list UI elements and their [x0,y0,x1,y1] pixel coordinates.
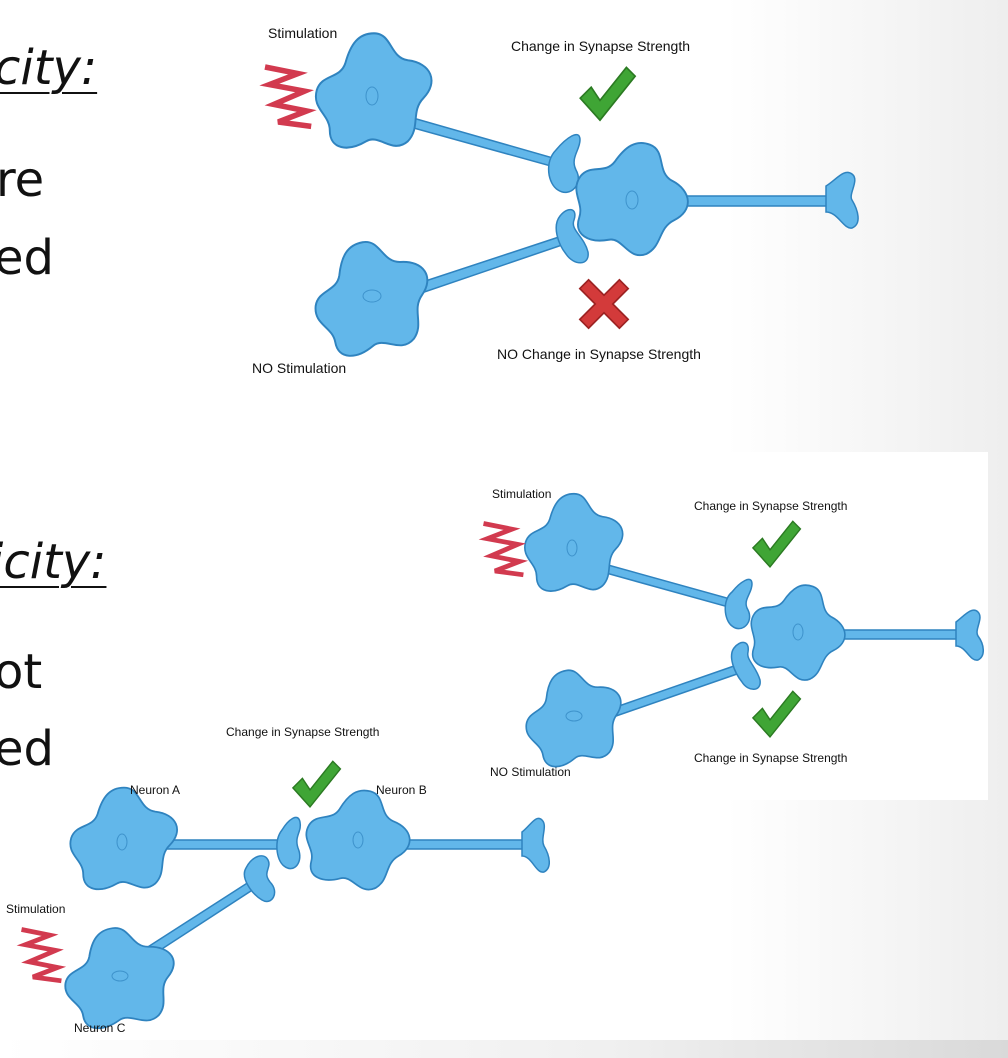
terminal-right-lower [730,641,761,690]
label-bottom-change: Change in Synapse Strength [226,725,379,739]
terminal-top-postsynaptic [825,171,859,229]
slide-heading-bottom: icity: [0,534,107,590]
label-top-stimulation: Stimulation [268,25,337,41]
label-neuron-b: Neuron B [376,783,427,797]
diagram-bottom: Change in Synapse Strength Neuron A Neur… [6,725,550,1035]
label-right-change-top: Change in Synapse Strength [694,499,847,513]
terminal-right-upper [724,578,753,630]
terminal-bottom-neuron-a [276,816,302,870]
neuron-c [56,920,184,1033]
label-top-no-change: NO Change in Synapse Strength [497,346,701,362]
neuron-right-postsynaptic [737,568,858,692]
neuron-top-postsynaptic [560,123,703,269]
terminal-top-upper [547,133,581,193]
stimulation-bolt-bottom [21,930,61,981]
label-neuron-c: Neuron C [74,1021,126,1035]
label-top-no-stimulation: NO Stimulation [252,360,346,376]
label-right-change-bottom: Change in Synapse Strength [694,751,847,765]
check-icon-top [579,66,637,122]
slide-bottom-band [0,1040,1008,1058]
check-icon-right-bottom [752,690,802,738]
neuron-right-stimulated [523,492,624,592]
label-right-stimulation: Stimulation [492,487,551,501]
stimulation-bolt-top [265,67,311,126]
label-neuron-a: Neuron A [130,783,180,797]
terminal-top-lower [555,208,589,264]
neuron-a [69,786,178,891]
neuron-top-unstimulated [304,231,440,362]
cross-icon-top [578,278,630,330]
slide-line-bottom-2: ed [0,721,54,777]
slide-line-top-2: ed [0,230,54,286]
terminal-bottom-neuron-b [521,817,550,873]
label-bottom-stimulation: Stimulation [6,902,65,916]
slide-line-top-1: re [0,152,45,208]
neuron-b [294,777,421,900]
axon-top-upper [391,111,561,169]
label-top-change: Change in Synapse Strength [511,38,690,54]
terminal-right-postsynaptic [955,609,984,661]
check-icon-right-top [752,520,802,568]
slide-heading-top: city: [0,40,98,96]
neuron-right-unstimulated [516,661,631,772]
label-right-no-stimulation: NO Stimulation [490,765,571,779]
diagram-top: Stimulation Change in Synapse Strength N… [252,25,859,376]
terminal-bottom-neuron-c [243,855,276,903]
neuron-top-stimulated [314,32,433,149]
check-icon-bottom [292,760,342,808]
diagram-right: Stimulation Change in Synapse Strength N… [484,487,984,779]
stimulation-bolt-right [484,524,524,575]
slide-line-bottom-1: ot [0,644,43,700]
